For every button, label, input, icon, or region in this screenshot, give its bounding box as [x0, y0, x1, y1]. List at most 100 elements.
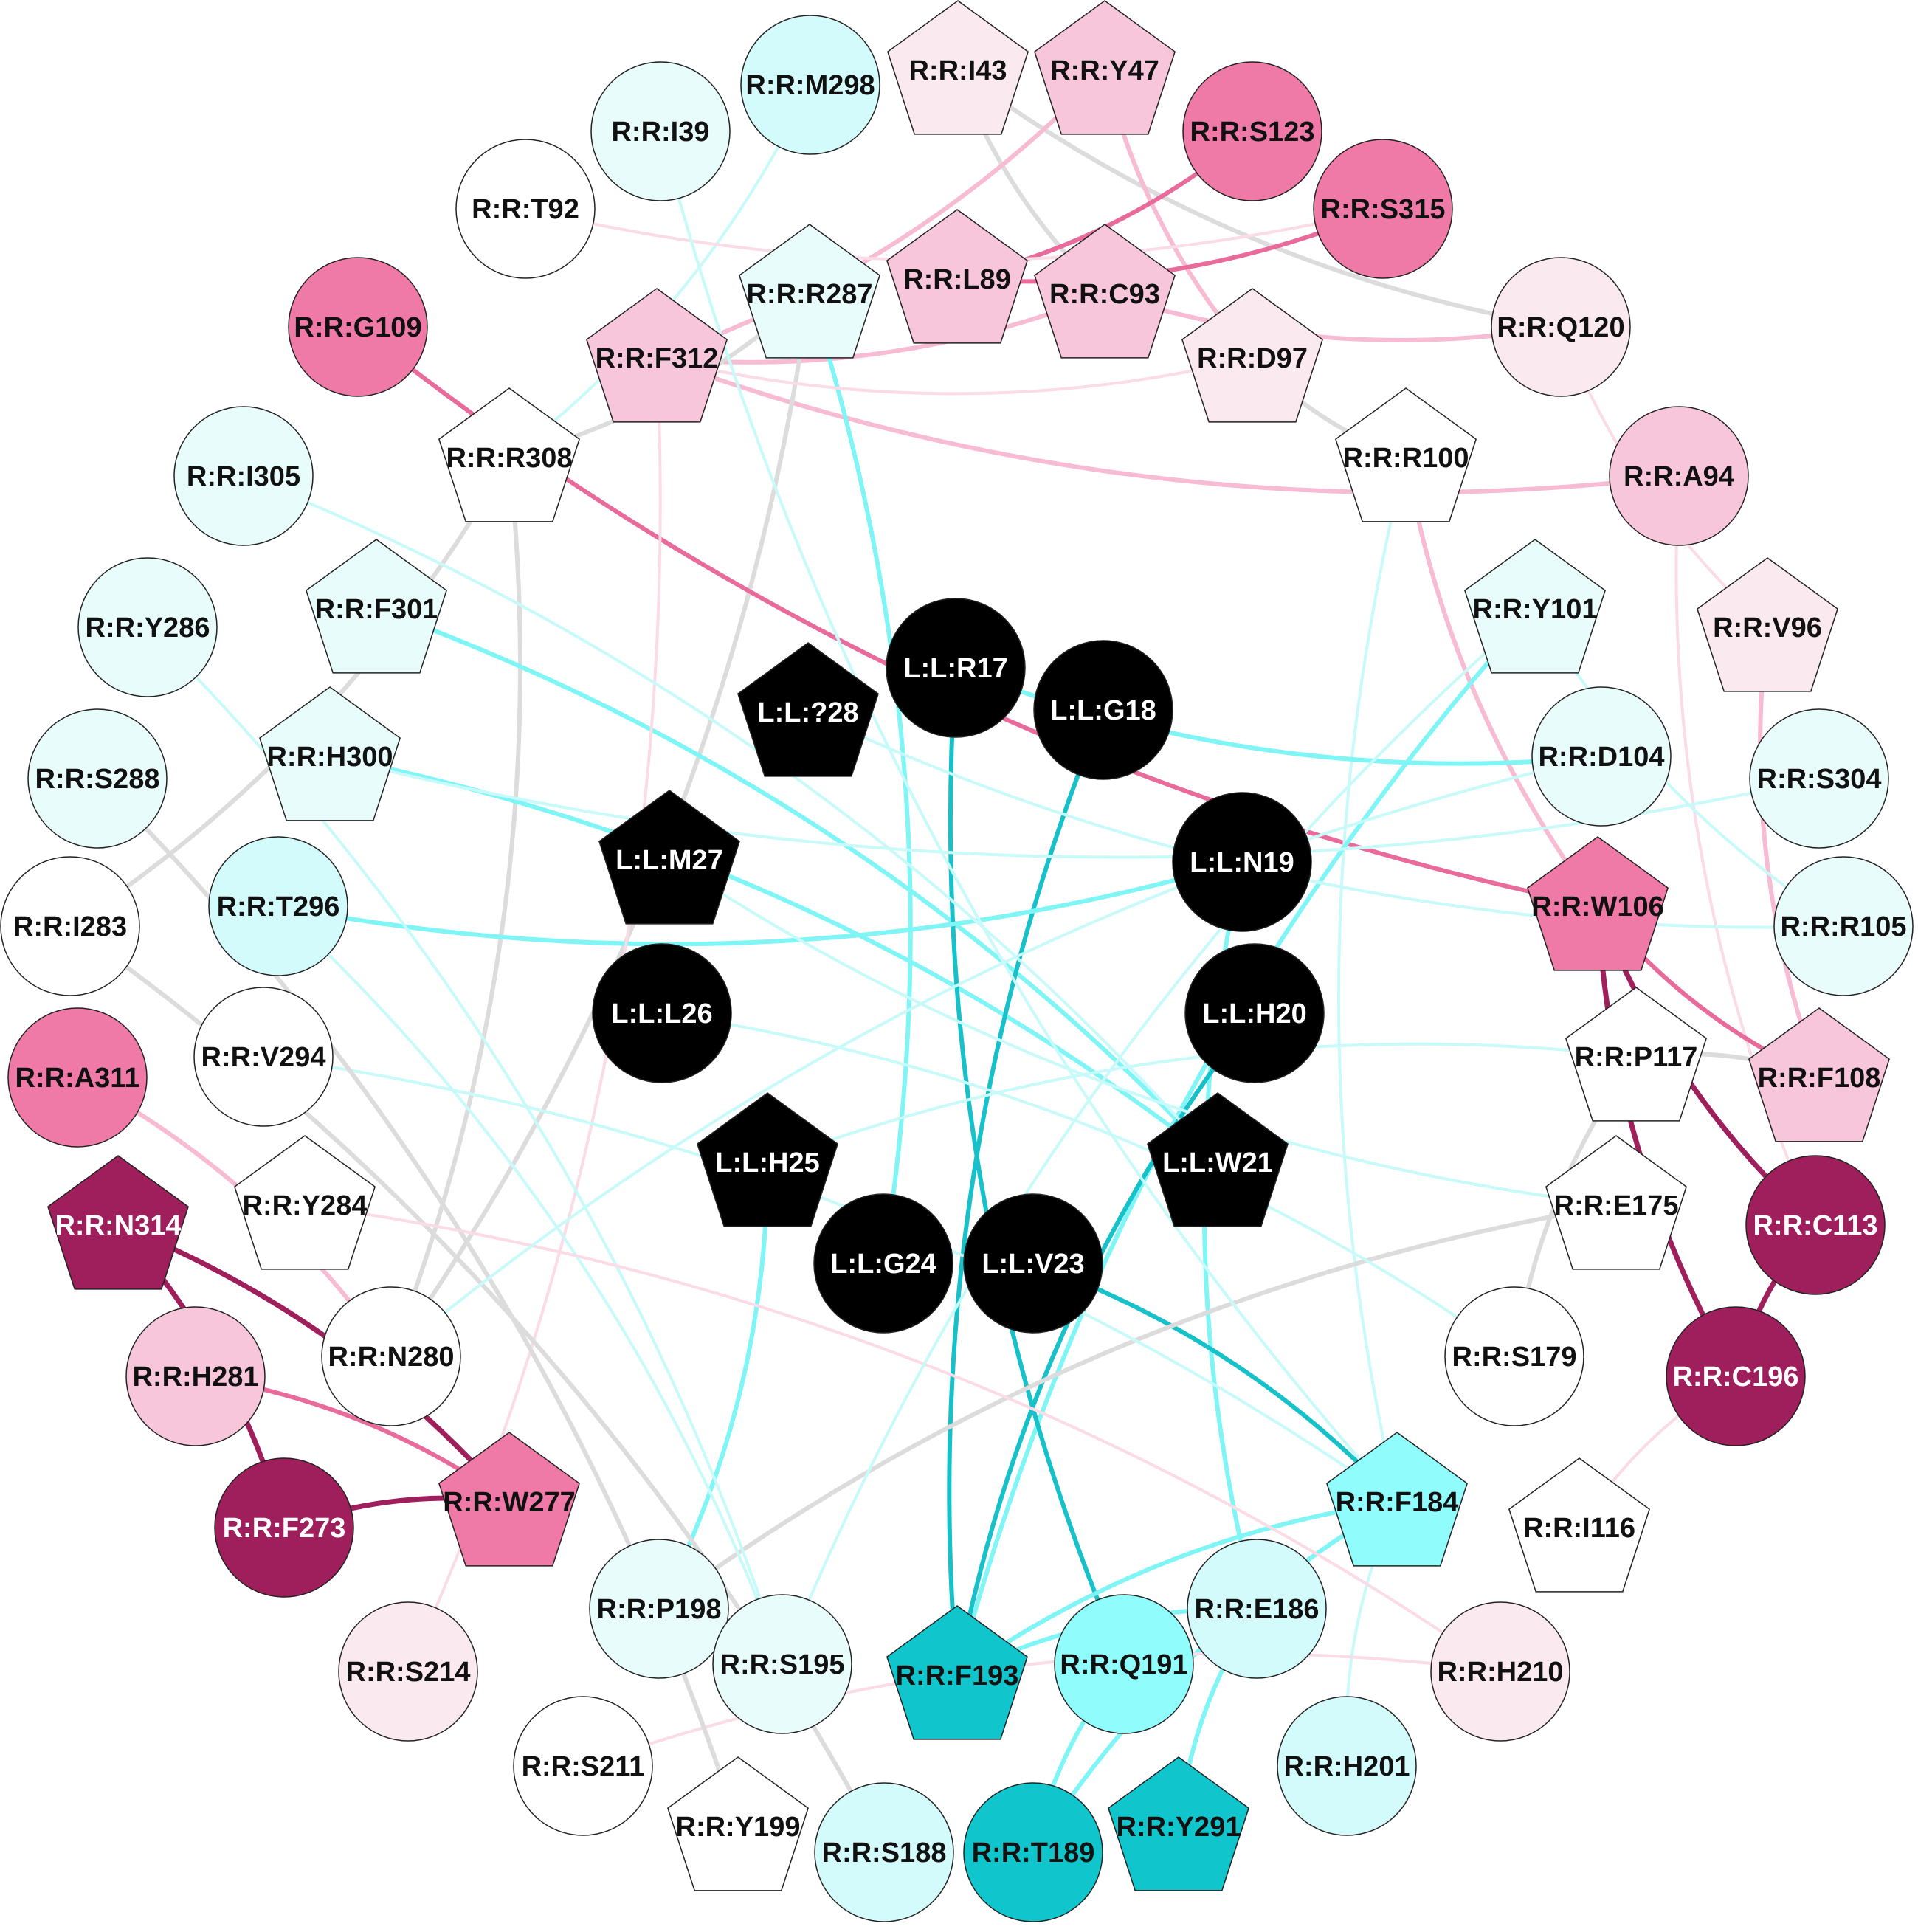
node-t296-label: R:R:T296 [217, 891, 340, 922]
node-l89: R:R:L89 [886, 209, 1028, 344]
edge-F312-A94 [655, 356, 1681, 495]
node-n19: L:L:N19 [1172, 792, 1312, 932]
node-l89-pentagon [886, 209, 1028, 344]
node-s288: R:R:S288 [27, 708, 168, 849]
node-s214-circle [338, 1601, 478, 1742]
node-h201-circle [1277, 1696, 1417, 1836]
node-n280: R:R:N280 [321, 1286, 461, 1426]
node-a94: R:R:A94 [1609, 406, 1749, 546]
node-h281-label: R:R:H281 [132, 1362, 258, 1393]
edge-C93-F312 [655, 291, 1107, 365]
node-i305-label: R:R:I305 [187, 461, 300, 492]
node-f184-pentagon [1326, 1432, 1468, 1567]
node-i39-label: R:R:I39 [611, 117, 709, 148]
edge-F301-W21 [374, 607, 1220, 1165]
node-t189-circle [963, 1782, 1103, 1922]
node-m298: R:R:M298 [740, 15, 880, 155]
node-g24-circle [813, 1193, 953, 1334]
edge-Y47-F312 [655, 68, 1107, 360]
edge-F184-F193 [955, 1500, 1399, 1677]
edge-W106-C196 [1595, 903, 1739, 1379]
node-g24: L:L:G24 [813, 1193, 953, 1334]
node-n19-label: L:L:N19 [1190, 847, 1294, 878]
node-f108: R:R:F108 [1748, 1007, 1890, 1142]
node-f273-circle [214, 1457, 354, 1598]
node-f312: R:R:F312 [586, 288, 728, 423]
node-l89-label: R:R:L89 [903, 264, 1011, 295]
node-i39: R:R:I39 [590, 61, 731, 201]
node-t92-label: R:R:T92 [472, 194, 579, 225]
node-f108-label: R:R:F108 [1758, 1063, 1881, 1094]
node-a94-label: R:R:A94 [1624, 461, 1734, 492]
node-f184: R:R:F184 [1326, 1432, 1468, 1567]
edge-R100-W106 [1404, 455, 1600, 908]
node-w106-pentagon [1527, 836, 1669, 971]
node-y47-label: R:R:Y47 [1050, 55, 1159, 86]
edge-M27-E175 [668, 858, 1618, 1207]
node-s188-circle [814, 1782, 954, 1922]
node-y47: R:R:Y47 [1034, 0, 1176, 135]
node-e186-circle [1187, 1539, 1327, 1679]
node-p117-label: R:R:P117 [1575, 1042, 1698, 1073]
edge-H20-F193 [955, 1011, 1257, 1677]
node-a311-label: R:R:A311 [15, 1063, 140, 1094]
node-l28-pentagon [737, 642, 879, 777]
node-f273-label: R:R:F273 [223, 1513, 346, 1544]
node-e175: R:R:E175 [1545, 1135, 1687, 1270]
node-d104-label: R:R:D104 [1538, 742, 1664, 773]
node-h210: R:R:H210 [1430, 1601, 1570, 1742]
node-f273: R:R:F273 [214, 1457, 354, 1598]
node-s288-label: R:R:S288 [35, 764, 160, 795]
edge-I39-F184 [659, 130, 1398, 1503]
node-q120: R:R:Q120 [1491, 257, 1631, 397]
node-f301-label: R:R:F301 [315, 594, 438, 625]
node-l28: L:L:?28 [737, 642, 879, 777]
node-y101-pentagon [1464, 539, 1606, 674]
node-v23: L:L:V23 [963, 1193, 1103, 1334]
node-s315: R:R:S315 [1313, 139, 1453, 279]
node-r100-label: R:R:R100 [1342, 443, 1469, 474]
node-q191: R:R:Q191 [1054, 1594, 1194, 1734]
node-m27-label: L:L:M27 [615, 845, 723, 876]
node-m27: L:L:M27 [598, 790, 740, 925]
node-p117-pentagon [1565, 987, 1707, 1122]
node-s304-circle [1749, 708, 1889, 849]
node-l26: L:L:L26 [592, 943, 732, 1083]
node-d104: R:R:D104 [1531, 686, 1672, 827]
node-p198-label: R:R:P198 [597, 1594, 722, 1625]
node-y286: R:R:Y286 [77, 557, 218, 697]
node-q191-label: R:R:Q191 [1060, 1649, 1187, 1680]
node-i43-label: R:R:I43 [908, 55, 1007, 86]
node-w277-label: R:R:W277 [443, 1487, 575, 1518]
node-i305: R:R:I305 [173, 406, 314, 546]
node-v294-label: R:R:V294 [201, 1042, 326, 1073]
node-f301-pentagon [306, 539, 447, 674]
node-w21-pentagon [1147, 1092, 1289, 1227]
node-s315-circle [1313, 139, 1453, 279]
node-h20-circle [1184, 943, 1325, 1083]
node-f312-pentagon [586, 288, 728, 423]
node-c93-pentagon [1034, 224, 1176, 359]
node-h300-label: R:R:H300 [266, 742, 393, 773]
node-h281-circle [125, 1306, 266, 1446]
node-r100: R:R:R100 [1335, 387, 1477, 522]
node-s188-label: R:R:S188 [822, 1838, 947, 1869]
node-d97-label: R:R:D97 [1197, 343, 1308, 374]
node-y291: R:R:Y291 [1108, 1756, 1249, 1891]
node-h201: R:R:H201 [1277, 1696, 1417, 1836]
edge-G18-F193 [947, 708, 1105, 1677]
node-f184-label: R:R:F184 [1336, 1487, 1459, 1518]
node-n314-label: R:R:N314 [55, 1210, 181, 1241]
node-s211-label: R:R:S211 [522, 1751, 645, 1782]
node-l26-label: L:L:L26 [611, 998, 712, 1029]
node-n19-circle [1172, 792, 1312, 932]
node-r105: R:R:R105 [1773, 856, 1914, 996]
node-n314-pentagon [47, 1155, 189, 1290]
node-y199-label: R:R:Y199 [676, 1812, 801, 1843]
node-v96-label: R:R:V96 [1713, 613, 1822, 644]
node-r308: R:R:R308 [438, 387, 580, 522]
node-c196-label: R:R:C196 [1672, 1362, 1798, 1393]
node-n280-label: R:R:N280 [328, 1342, 454, 1373]
node-i116-pentagon [1508, 1457, 1650, 1593]
node-l26-circle [592, 943, 732, 1083]
